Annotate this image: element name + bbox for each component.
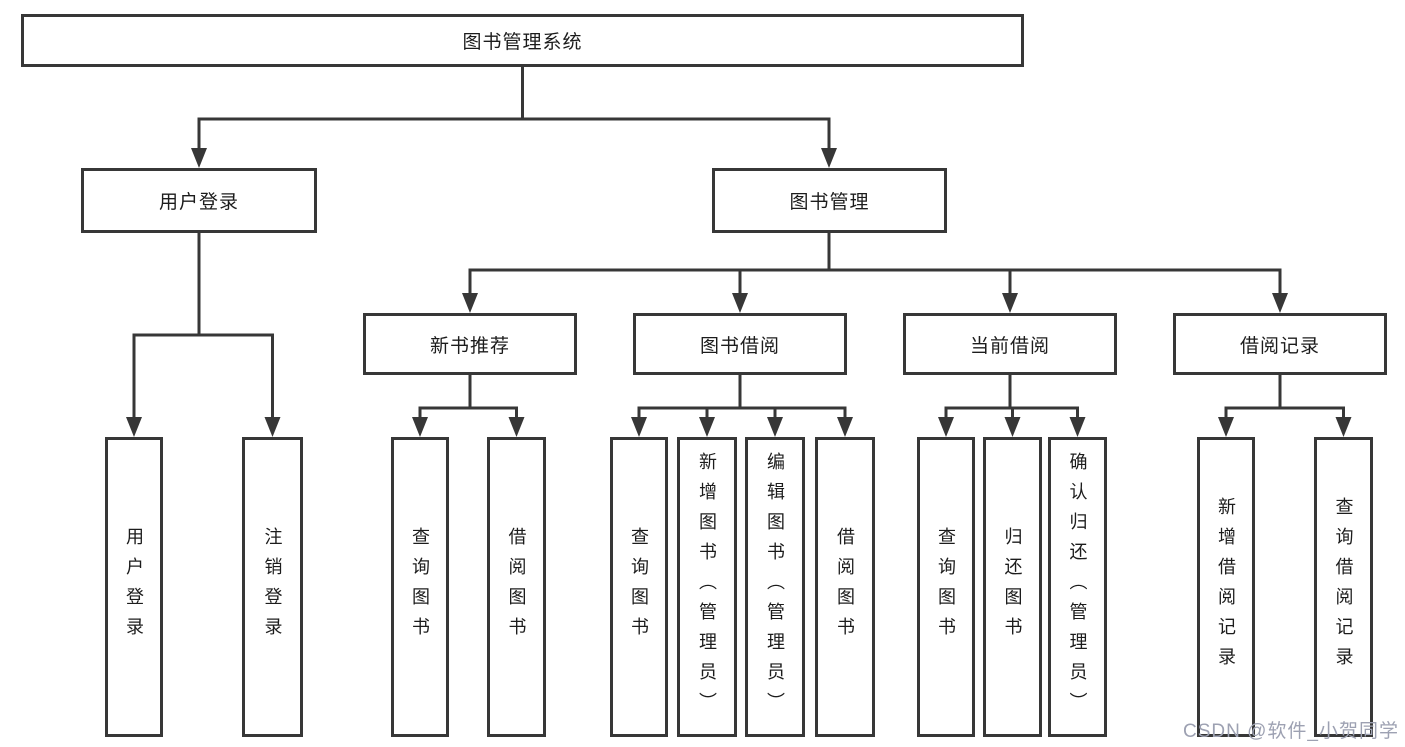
node-borrowing: 图书借阅 bbox=[633, 313, 847, 375]
node-current-borrow: 当前借阅 bbox=[903, 313, 1117, 375]
leaf-records-add: 新增借阅记录 bbox=[1197, 437, 1255, 737]
leaf-borrowing-borrow: 借阅图书 bbox=[815, 437, 875, 737]
node-borrow-records: 借阅记录 bbox=[1173, 313, 1387, 375]
node-new-books: 新书推荐 bbox=[363, 313, 577, 375]
leaf-current-query: 查询图书 bbox=[917, 437, 975, 737]
leaf-newbooks-query: 查询图书 bbox=[391, 437, 449, 737]
node-book-mgmt: 图书管理 bbox=[712, 168, 947, 233]
node-root: 图书管理系统 bbox=[21, 14, 1024, 67]
node-user-login: 用户登录 bbox=[81, 168, 317, 233]
leaf-borrowing-query: 查询图书 bbox=[610, 437, 668, 737]
leaf-records-query: 查询借阅记录 bbox=[1314, 437, 1373, 737]
leaf-current-confirm-admin: 确认归还（管理员） bbox=[1048, 437, 1107, 737]
leaf-borrowing-add-admin: 新增图书（管理员） bbox=[677, 437, 737, 737]
leaf-current-return: 归还图书 bbox=[983, 437, 1042, 737]
csdn-watermark: CSDN @软件_小贺同学 bbox=[1183, 721, 1399, 742]
leaf-newbooks-borrow: 借阅图书 bbox=[487, 437, 546, 737]
arrowheads bbox=[126, 148, 1352, 437]
leaf-logout: 注销登录 bbox=[242, 437, 303, 737]
leaf-borrowing-edit-admin: 编辑图书（管理员） bbox=[745, 437, 805, 737]
leaf-user-login: 用户登录 bbox=[105, 437, 163, 737]
